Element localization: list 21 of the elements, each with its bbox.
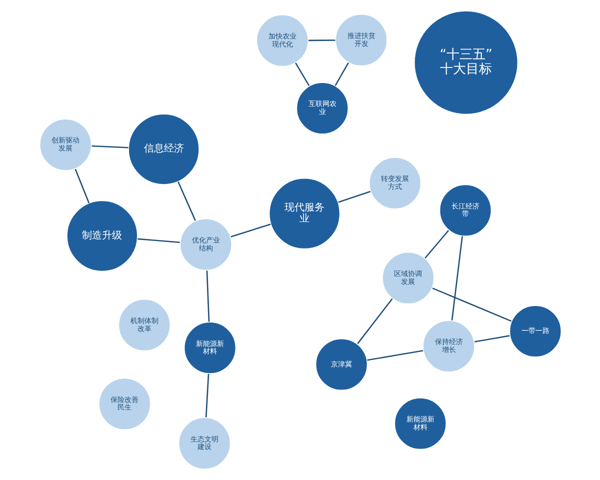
node-circle: 现代服务业 bbox=[268, 177, 340, 250]
connector bbox=[204, 374, 209, 418]
connector bbox=[424, 230, 449, 259]
connector bbox=[91, 145, 128, 148]
node-circle: 信息经济 bbox=[127, 113, 200, 186]
connector bbox=[308, 40, 335, 42]
connector bbox=[177, 182, 196, 221]
connector bbox=[356, 298, 392, 344]
connector bbox=[474, 335, 510, 342]
connector bbox=[334, 62, 348, 86]
node-circle: “十三五” 十大目标 bbox=[412, 10, 518, 116]
connector bbox=[294, 62, 310, 86]
connector bbox=[137, 238, 180, 244]
connector bbox=[366, 350, 423, 361]
connector bbox=[230, 224, 270, 238]
connector bbox=[432, 288, 512, 322]
connector bbox=[74, 168, 90, 204]
connector bbox=[206, 270, 210, 322]
node-circle: 制造升级 bbox=[66, 200, 138, 272]
connector bbox=[338, 190, 370, 203]
connector bbox=[450, 236, 462, 320]
